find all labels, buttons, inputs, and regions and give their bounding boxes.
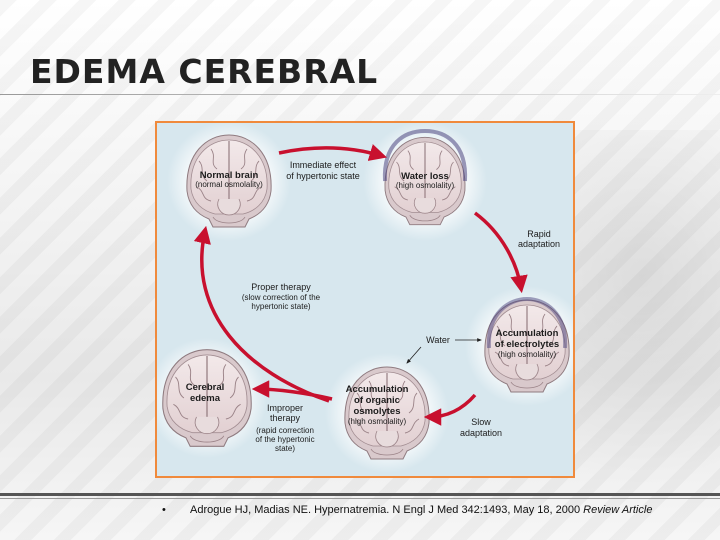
brain-water-loss: [382, 128, 468, 226]
arrow-rapid: [473, 211, 528, 294]
label-normal: Normal brain: [200, 170, 259, 181]
label-edema-2: edema: [190, 393, 221, 404]
arrow-improper: [251, 380, 333, 401]
label-improper-5: state): [275, 444, 295, 453]
label-slow-2: adaptation: [460, 428, 502, 438]
label-organic-sub: (high osmolality): [348, 417, 407, 426]
label-slow-1: Slow: [471, 417, 491, 427]
label-edema-1: Cerebral: [186, 382, 225, 393]
arrow-proper: [193, 225, 330, 403]
label-water: Water: [426, 335, 450, 345]
slide-title: EDEMA CEREBRAL: [30, 52, 379, 91]
bullet: •: [162, 504, 166, 516]
label-improper-2: therapy: [270, 413, 301, 423]
label-organic-2: of organic: [354, 395, 400, 406]
label-electrolytes-1: Accumulation: [496, 328, 559, 339]
label-immediate-1: Immediate effect: [290, 160, 357, 170]
label-water-loss: Water loss: [401, 171, 449, 182]
label-organic-1: Accumulation: [346, 384, 409, 395]
arrow-immediate: [278, 144, 388, 161]
citation: • Adrogue HJ, Madias NE. Hypernatremia. N…: [162, 504, 712, 516]
brain-electrolytes: [484, 296, 570, 393]
label-proper-3: hypertonic state): [251, 302, 310, 311]
label-normal-sub: (normal osmolality): [195, 180, 263, 189]
label-proper-1: Proper therapy: [251, 282, 311, 292]
label-improper-4: of the hypertonic: [255, 435, 314, 444]
label-improper-3: (rapid correction: [256, 426, 314, 435]
label-improper-1: Improper: [267, 403, 303, 413]
citation-tag: Review Article: [583, 504, 653, 516]
label-proper-2: (slow correction of the: [242, 293, 321, 302]
osmolality-diagram: Normal brain (normal osmolality) Water l…: [155, 121, 575, 478]
diagram-canvas: Normal brain (normal osmolality) Water l…: [157, 123, 573, 473]
label-immediate-2: of hypertonic state: [286, 171, 360, 181]
arrow-slow: [423, 393, 477, 426]
label-rapid-2: adaptation: [518, 239, 560, 249]
label-rapid-1: Rapid: [527, 229, 551, 239]
citation-text: Adrogue HJ, Madias NE. Hypernatremia. N …: [190, 504, 581, 516]
arrow-water-out: [406, 346, 422, 364]
label-water-loss-sub: (high osmolality): [396, 181, 455, 190]
label-organic-3: osmolytes: [354, 406, 401, 417]
label-electrolytes-sub: (high osmolality): [498, 350, 557, 359]
title-divider: [0, 94, 720, 95]
footer-divider: [0, 493, 720, 496]
footer-divider-thin: [0, 498, 720, 499]
label-electrolytes-2: of electrolytes: [495, 339, 559, 350]
